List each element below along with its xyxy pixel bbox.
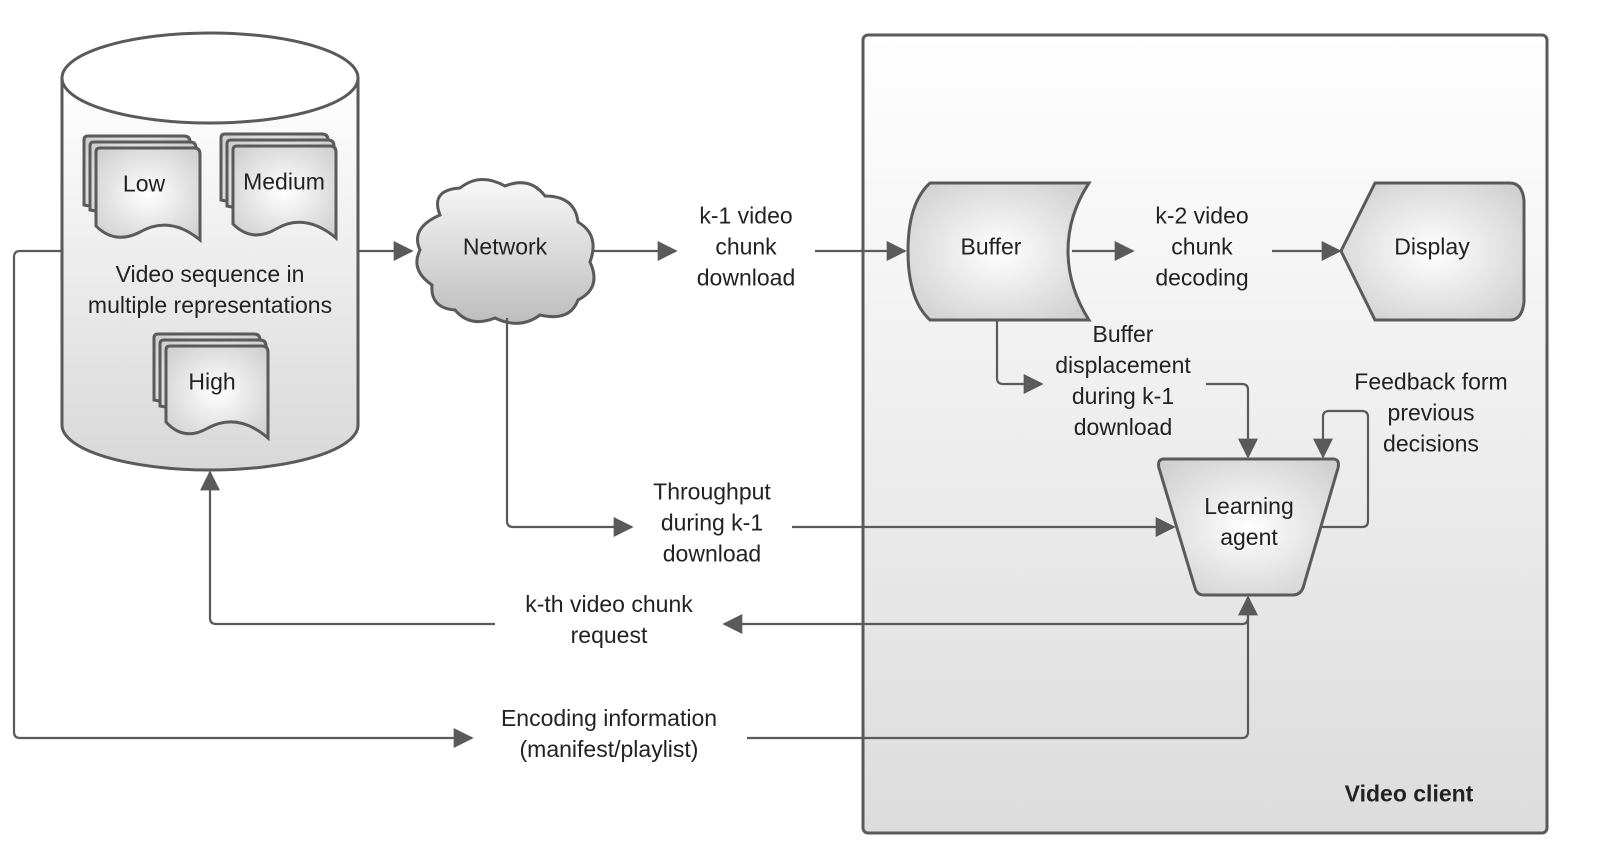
rep-medium-label: Medium (243, 168, 325, 195)
rep-medium-stack (219, 132, 338, 242)
edge-label-chunk-request: k-th video chunk request (525, 591, 693, 648)
edge-label-throughput: Throughput during k-1 download (653, 478, 771, 567)
edge-feedback-loop (1313, 409, 1370, 529)
edge-label-buffer-displacement: Buffer displacement during k-1 download (1055, 321, 1191, 440)
buffer-label: Buffer (960, 233, 1022, 260)
edge-request-to-db (200, 470, 495, 626)
display-shape (1339, 181, 1526, 322)
buffer-shape (906, 181, 1092, 322)
edge-encoding-to-agent (747, 595, 1258, 740)
edge-label-k2-decoding: k-2 video chunk decoding (1155, 202, 1249, 291)
rep-high-stack (152, 332, 270, 442)
network-label: Network (462, 233, 548, 260)
learning-agent-label: Learning agent (1204, 493, 1294, 550)
display-label: Display (1394, 233, 1470, 260)
edge-label-k1-download: k-1 video chunk download (696, 202, 796, 291)
database-title: Video sequence in multiple representatio… (87, 261, 333, 318)
edge-displacement-to-agent (1206, 382, 1258, 459)
rep-high-label: High (188, 368, 236, 395)
network-cloud (415, 178, 596, 325)
edge-label-feedback: Feedback form previous decisions (1354, 368, 1508, 457)
edge-label-encoding-info: Encoding information (manifest/playlist) (500, 705, 718, 762)
edge-buffer-to-displacement (995, 320, 1044, 394)
learning-agent-shape (1157, 457, 1340, 597)
edge-network-to-throughput (505, 318, 634, 537)
video-client-label: Video client (1344, 780, 1474, 807)
rep-low-label: Low (122, 170, 166, 197)
edge-db-to-encoding (12, 249, 474, 748)
rep-low-stack (82, 134, 202, 244)
